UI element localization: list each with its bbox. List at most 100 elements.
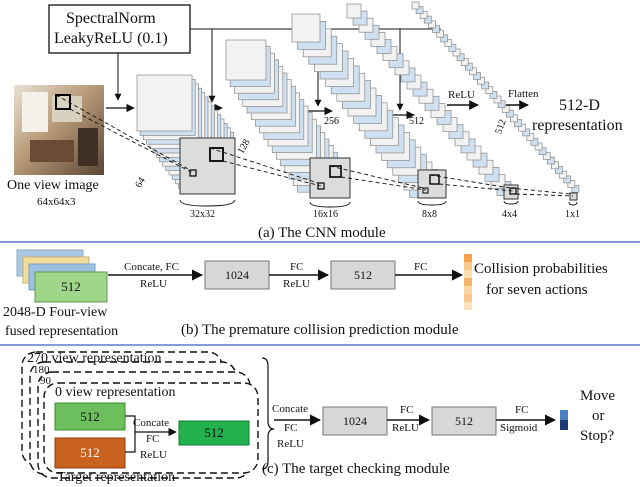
move-stop-line3: Stop? [580,428,615,444]
fc-box-1024 [204,260,270,290]
view-bracket [261,357,275,470]
edge2-line1-c: FC [400,404,414,416]
channel-label-512: 512 [409,116,424,127]
probability-cell [464,254,472,262]
edge2-line2-c: ReLU [392,422,419,434]
kernel-box [209,147,224,162]
box2-value: 512 [354,267,372,282]
collision-output-line2: for seven actions [486,282,588,298]
view-label-270: 270 view representation [27,351,162,366]
feature-map-layer [346,3,362,19]
kernel-box [429,174,440,185]
edge1-line2: ReLU [140,278,167,290]
merge-line [125,427,177,453]
view-value: 512 [80,408,100,424]
probability-cell [464,294,472,302]
fc-box-1024 [322,406,388,436]
edge2-line1: FC [290,261,304,273]
collision-output-line1: Collision probabilities [474,261,608,277]
view-label-0: 0 view representation [55,385,176,400]
feature-map-layer [497,100,506,109]
feature-map-layer [136,74,193,132]
target-module [21,351,568,479]
feature-map-layer [551,161,559,170]
feature-map-layer [538,147,547,156]
feature-map-layer [464,62,473,71]
collision-module [16,249,472,310]
dim-label-1x1: 1x1 [565,209,580,220]
feature-map-layer [493,95,502,104]
feature-map-layer [559,170,567,179]
feature-map-layer [428,20,436,29]
feature-map-layer [530,137,539,146]
cnn-module [14,1,580,208]
output-score-bar [560,420,568,430]
edge1-line1: Concate, FC [124,261,179,273]
feature-stack-4x4 [346,3,512,196]
dim-label-16x16: 16x16 [313,209,338,220]
fused-pair-box [178,420,250,446]
feature-stack-16x16 [225,39,338,193]
feature-map-layer [225,39,267,81]
merge-line [125,415,136,432]
input-image [14,85,104,175]
feature-map-layer [555,166,563,174]
output-line2: representation [532,117,623,134]
legend-line2: LeakyReLU (0.1) [54,30,168,47]
feature-map-layer [448,43,457,52]
feature-map-layer [473,72,481,80]
relu-label: ReLU [448,89,475,101]
box1-value: 1024 [225,267,249,282]
collision-probability-bar [464,254,472,310]
feature-map-front [179,137,236,195]
feature-map-layer [419,11,428,19]
feature-map-layer [514,119,522,127]
feature-map-layer [546,156,555,165]
view-label-90: 90 [40,375,51,387]
feature-map-layer [567,180,576,188]
target-representation-box [54,437,126,469]
edge3-label: FC [414,261,428,273]
feature-map-layer [481,81,490,90]
kernel-box [317,182,325,190]
kernel-box [189,169,197,177]
feature-map-layer [291,13,321,43]
feature-map-layer [534,142,543,151]
kernel-box [329,165,342,178]
feature-stack-8x8 [291,13,438,198]
feature-map-front [569,192,578,201]
feature-map-layer [423,15,432,24]
feature-map-layer [505,109,514,118]
feature-map-layer [432,25,440,33]
legend-line1: SpectralNorm [66,10,156,27]
dim-brace [417,200,447,206]
flatten-label: Flatten [508,88,539,100]
edge1-line3-c: ReLU [277,438,304,450]
box2-value-c: 512 [455,413,473,428]
feature-map-layer [411,1,420,10]
feature-stack-1x1 [411,1,580,193]
input-title: One view image [7,178,99,193]
edge3-line2-c: Sigmoid [500,422,538,434]
feature-map-front [309,157,351,199]
caption-a: (a) The CNN module [258,225,386,241]
feature-map-layer [444,39,453,47]
edge1-line1-c: Concate [272,403,309,415]
probability-cell [464,286,472,294]
feature-map-layer [518,123,526,132]
fused-label-line1: 2048-D Four-view [3,305,108,320]
legend-connector [190,28,441,30]
receptive-field-lines [55,94,574,197]
input-size: 64x64x3 [37,196,76,208]
feature-map-layer [501,105,510,113]
feature-map-layer [563,175,572,184]
fc-box-512 [330,260,396,290]
fused-pair-value: 512 [204,425,224,440]
edge1-line2-c: FC [284,422,298,434]
inner-edge-line1: Concate [133,417,170,429]
move-stop-line1: Move [580,388,615,404]
dim-brace [179,199,236,207]
target-label: Target representation [57,470,176,485]
feature-map-layer [452,48,461,57]
feature-map-layer [571,184,580,193]
